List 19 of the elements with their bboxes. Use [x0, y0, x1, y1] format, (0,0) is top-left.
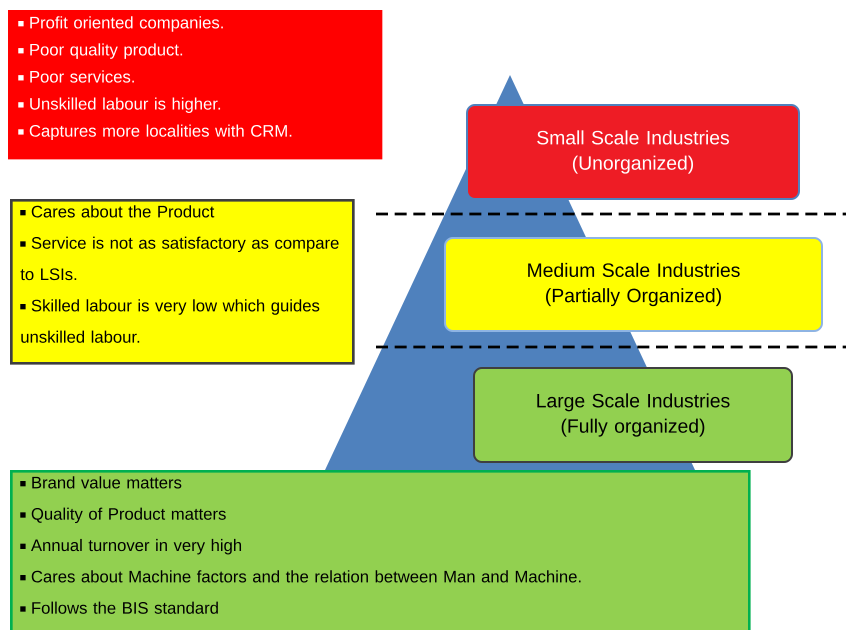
- bullet-item: Brand value matters: [20, 476, 182, 488]
- tier-box: Medium Scale Industries (Partially Organized): [444, 237, 823, 332]
- bullet-item: Quality of Product matters: [20, 508, 226, 524]
- bullet-item: Poor services.: [18, 70, 134, 83]
- bullet-item: Poor quality product.: [18, 43, 182, 59]
- bullet-item: Unskilled labour is higher.: [18, 97, 220, 113]
- list-box: [8, 10, 382, 160]
- bullet-item: Cares about Machine factors and the relation between Man and Machine.: [20, 570, 581, 582]
- tier-box: Small Scale Industries (Unorganized): [466, 104, 800, 200]
- bullet-item: Cares about the Product: [20, 205, 214, 218]
- bullet-item: Profit oriented companies.: [18, 16, 223, 32]
- bullet-item: Skilled labour is very low which guides unskilled labour.: [20, 299, 320, 343]
- list-box: [10, 199, 355, 365]
- tier-box: Large Scale Industries (Fully organized): [473, 367, 793, 463]
- list-box: [10, 470, 751, 630]
- bullet-item: Annual turnover in very high: [20, 538, 242, 554]
- bullet-item: Captures more localities with CRM.: [18, 124, 292, 140]
- bullet-item: Follows the BIS standard: [20, 602, 218, 614]
- bullet-item: Service is not as satisfactory as compare to LSIs.: [20, 236, 339, 280]
